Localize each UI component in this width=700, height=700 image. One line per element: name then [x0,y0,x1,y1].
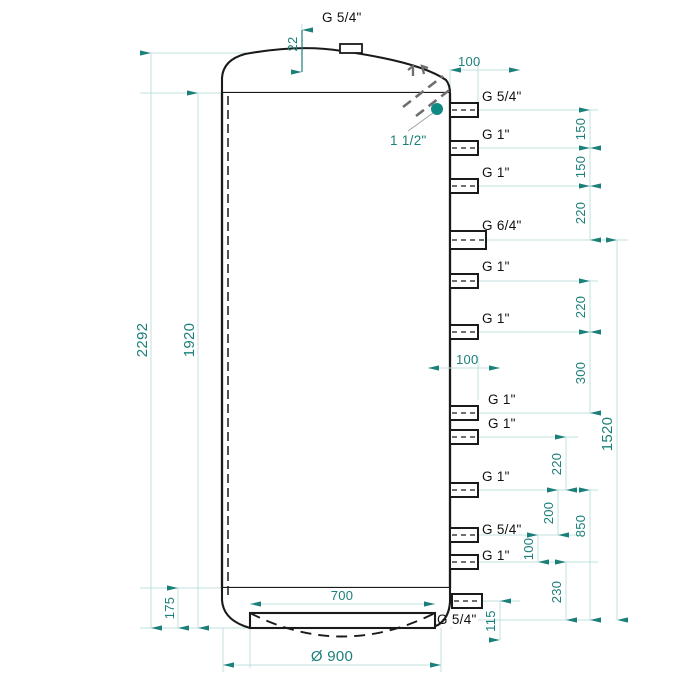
dim-c-2: 100 [521,538,536,561]
port-label-3: G 6/4" [482,218,522,233]
dim-chain-c: 220 200 100 230 [521,434,577,623]
port-label-0: G 5/4" [482,89,522,104]
dim-chain-a: 150 150 220 [573,107,601,243]
overall-right-dimensions: 850 1520 [573,237,628,623]
port-label-6: G 1" [488,392,516,407]
port-label-8: G 1" [482,469,510,484]
dim-22: 22 [285,36,300,51]
anode-detail [402,63,453,132]
port-bore-lines [452,109,484,602]
tank-outline [220,43,452,638]
port-label-9: G 5/4" [482,522,522,537]
dim-c-1: 200 [541,502,556,525]
top-22-dimension: 22 [285,27,313,75]
top-100-dimension: 100 [450,54,520,73]
dim-115-group: 115 [483,598,511,643]
dim-top-100: 100 [458,54,481,69]
dim-850: 850 [573,515,588,538]
port-label-group: G 5/4" G 1" G 1" G 6/4" G 1" G 1" G 1" G… [322,10,522,627]
port-label-4: G 1" [482,259,510,274]
dim-175: 175 [162,597,177,620]
port-label-1: G 1" [482,127,510,142]
port-label-5: G 1" [482,311,510,326]
dim-mid-100: 100 [456,352,479,367]
dim-a-0: 150 [573,118,588,141]
mid-100-dimension: 100 [428,352,500,371]
bottom-port-label: G 5/4" [437,612,477,627]
anode-label: 1 1/2" [390,133,427,148]
port-label-10: G 1" [482,548,510,563]
dim-b-0: 220 [573,296,588,319]
top-nozzle-label: G 5/4" [322,10,362,25]
dim-diameter-900: Ø 900 [311,648,353,665]
dim-c-0: 220 [549,453,564,476]
dim-a-1: 150 [573,156,588,179]
dim-diameter-group: Ø 900 [223,648,441,668]
left-dimensions: 2292 1920 175 [134,50,209,631]
dim-115: 115 [483,610,498,632]
dim-c-3: 230 [549,581,564,604]
dim-1920: 1920 [181,323,198,358]
dim-700-group: 700 [250,588,435,607]
dim-chain-b: 220 300 [573,278,601,416]
dim-a-2: 220 [573,202,588,225]
dim-2292: 2292 [134,323,151,358]
port-label-7: G 1" [488,416,516,431]
dim-b-1: 300 [573,362,588,385]
anode-marker-dot [431,103,443,115]
dim-700: 700 [331,588,354,603]
port-label-2: G 1" [482,165,510,180]
dim-1520: 1520 [599,417,616,452]
